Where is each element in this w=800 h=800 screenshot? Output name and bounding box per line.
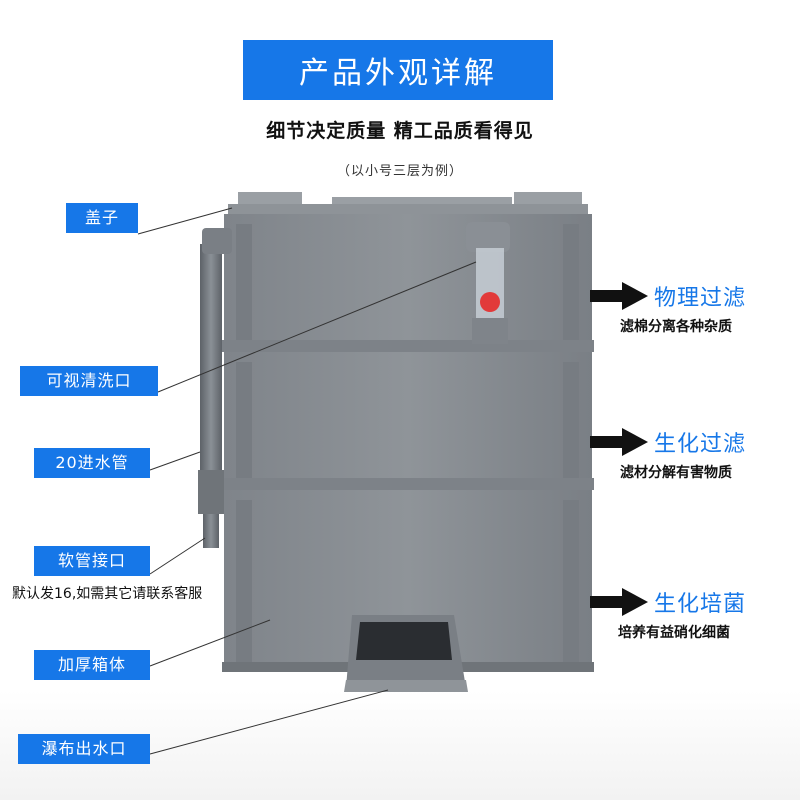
waterfall-outlet	[344, 615, 468, 692]
leader-lines	[137, 207, 477, 755]
arrow-icon	[590, 428, 648, 456]
label-viewing-window: 可视清洗口	[20, 366, 158, 396]
leader-hose-connector	[149, 537, 206, 575]
hose-connector	[203, 514, 219, 548]
label-physical-filter-desc: 滤棉分离各种杂质	[620, 319, 732, 335]
right-arrows	[590, 282, 648, 616]
viewing-window	[466, 222, 510, 344]
page-note: （以小号三层为例）	[336, 164, 463, 179]
leader-inlet-pipe	[149, 451, 201, 471]
label-waterfall-outlet: 瀑布出水口	[18, 734, 150, 764]
inlet-pipe	[198, 228, 232, 514]
arrow-icon	[590, 588, 648, 616]
label-physical-filter: 物理过滤	[654, 286, 747, 311]
arrow-icon	[590, 282, 648, 310]
label-hose-connector: 软管接口	[34, 546, 150, 576]
label-bio-filter: 生化过滤	[654, 432, 747, 457]
label-bio-culture: 生化培菌	[654, 592, 747, 617]
tier-2	[222, 352, 594, 490]
leader-waterfall-outlet	[149, 689, 389, 755]
label-bio-culture-desc: 培养有益硝化细菌	[618, 625, 730, 641]
label-lid: 盖子	[66, 203, 138, 233]
page-subtitle: 细节决定质量 精工品质看得见	[266, 120, 534, 142]
label-thick-body: 加厚箱体	[34, 650, 150, 680]
tier-1	[222, 214, 594, 352]
hose-note: 默认发16,如需其它请联系客服	[12, 586, 203, 602]
label-bio-filter-desc: 滤材分解有害物质	[620, 465, 732, 481]
leader-thick-body	[149, 619, 271, 667]
label-inlet-pipe: 20进水管	[34, 448, 150, 478]
leader-lid	[137, 207, 233, 235]
page-title: 产品外观详解	[243, 40, 553, 100]
leader-viewing-window	[157, 261, 477, 393]
